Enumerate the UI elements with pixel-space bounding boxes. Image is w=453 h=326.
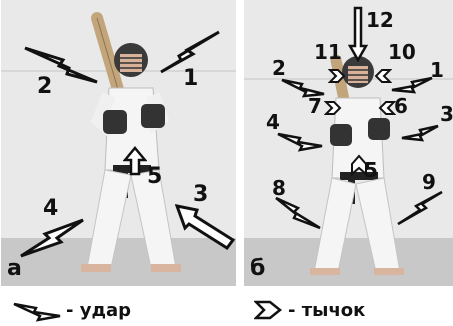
strike-arrow-2 xyxy=(24,46,98,84)
label-1: 1 xyxy=(430,58,444,82)
poke-arrow-10 xyxy=(374,69,392,83)
strike-arrow-8 xyxy=(275,196,321,230)
label-2: 2 xyxy=(37,74,53,99)
label-1: 1 xyxy=(183,66,199,91)
label-10: 10 xyxy=(388,40,416,64)
label-5: 5 xyxy=(147,164,163,189)
label-8: 8 xyxy=(272,176,286,200)
strike-arrow-9 xyxy=(397,190,443,226)
panel-letter-b: б xyxy=(250,256,266,281)
poke-arrow-5 xyxy=(123,146,147,176)
legend-poke: - тычок xyxy=(254,298,365,322)
strike-arrow-4 xyxy=(277,132,323,152)
label-3: 3 xyxy=(440,102,453,126)
label-6: 6 xyxy=(394,94,408,118)
label-5: 5 xyxy=(364,158,378,182)
panel-letter-a: а xyxy=(7,256,22,281)
strike-arrow-3 xyxy=(401,124,439,142)
legend-poke-label: - тычок xyxy=(288,299,366,321)
legend-strike: - удар xyxy=(12,298,131,322)
poke-arrow-5 xyxy=(351,154,367,176)
strike-arrow-2 xyxy=(281,78,325,98)
poke-arrow-7 xyxy=(324,101,342,115)
photo-panel-b: 1 2 3 4 5 6 7 8 9 10 11 12 б xyxy=(244,0,453,286)
photo-panel-a: 1 2 3 4 5 а xyxy=(1,0,236,286)
poke-arrow-6 xyxy=(378,101,396,115)
legend: - удар - тычок xyxy=(0,290,453,326)
label-4: 4 xyxy=(43,196,59,221)
poke-arrow-11 xyxy=(328,69,346,83)
strike-arrow-1 xyxy=(160,30,220,74)
fighter-photo-a xyxy=(81,12,181,272)
label-12: 12 xyxy=(366,8,394,32)
label-2: 2 xyxy=(272,56,286,80)
legend-strike-label: - удар xyxy=(66,299,132,321)
label-7: 7 xyxy=(308,94,322,118)
label-9: 9 xyxy=(422,170,436,194)
strike-arrow-12 xyxy=(348,6,368,62)
label-11: 11 xyxy=(314,40,342,64)
label-4: 4 xyxy=(266,110,280,134)
fighter-photo-b xyxy=(310,54,404,275)
floor xyxy=(244,238,453,286)
label-3: 3 xyxy=(193,182,209,207)
zigzag-arrow-icon xyxy=(13,302,61,322)
strike-arrow-4 xyxy=(20,218,84,258)
strike-arrow-3 xyxy=(175,204,236,250)
strike-arrow-1 xyxy=(391,76,433,94)
short-open-arrow-icon xyxy=(254,300,283,320)
